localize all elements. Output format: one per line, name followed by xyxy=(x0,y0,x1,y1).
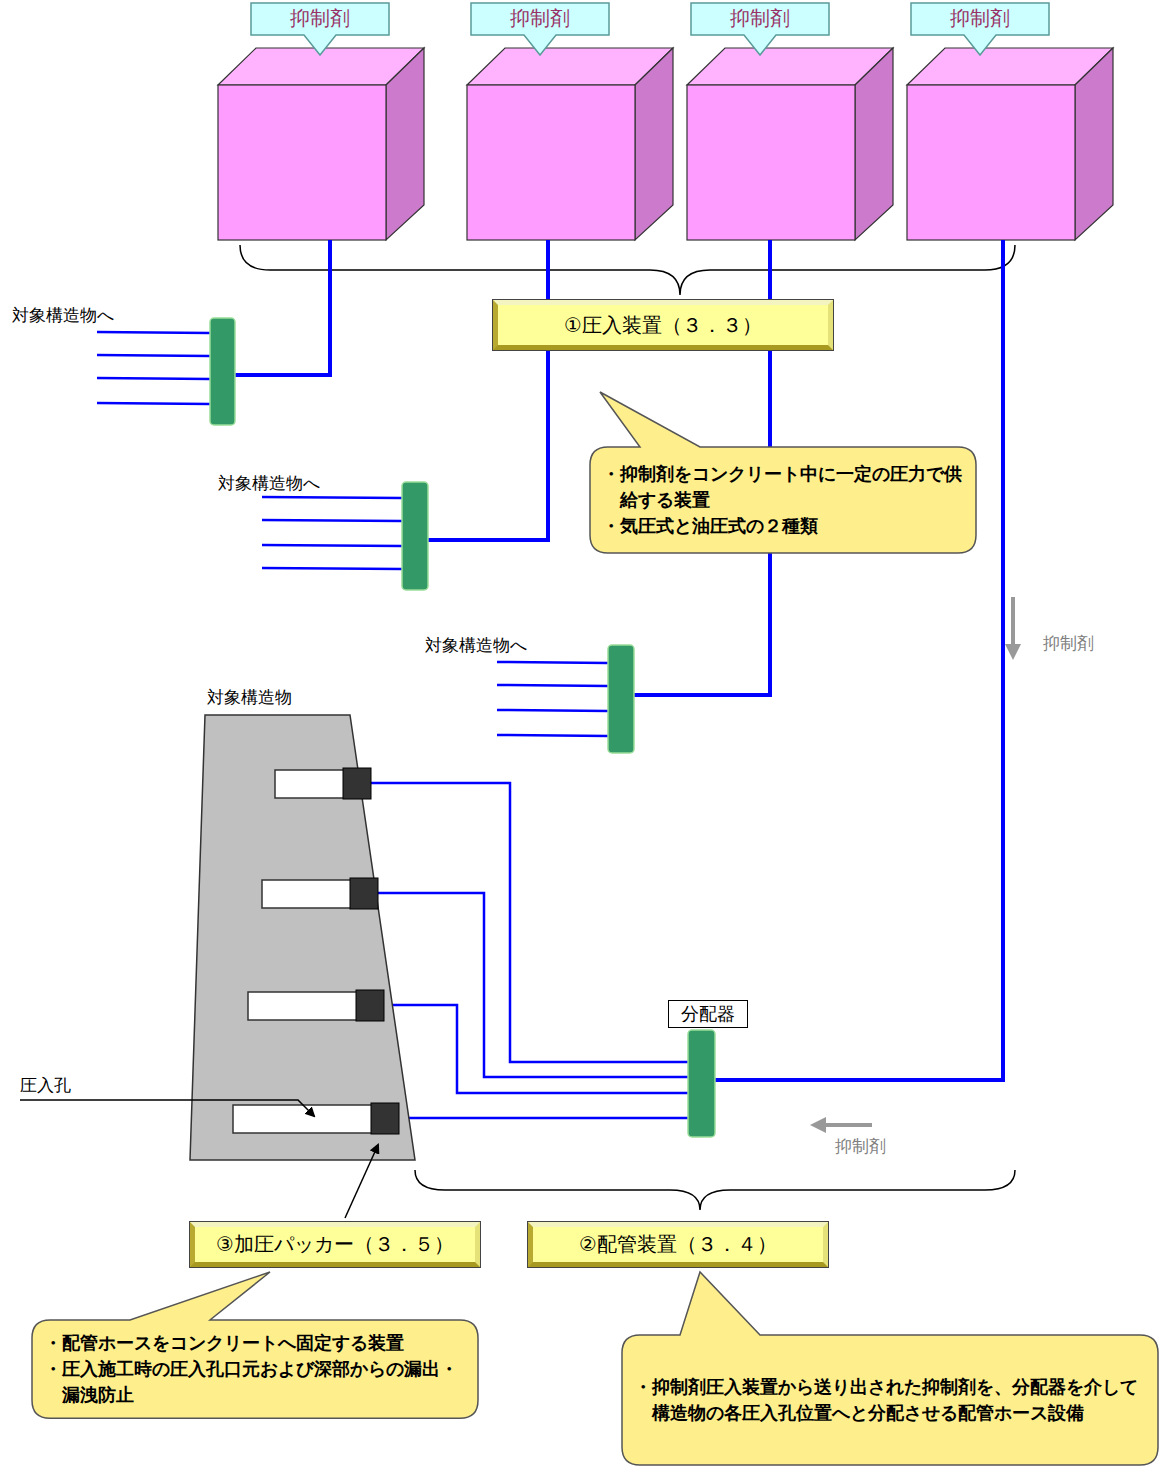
leader-line xyxy=(20,1100,314,1116)
node-text: ・気圧式と油圧式の２種類 xyxy=(602,513,964,539)
structure-label: 対象構造物 xyxy=(207,686,292,709)
leader-line xyxy=(20,1100,378,1218)
packer xyxy=(350,878,378,909)
branch-hose xyxy=(262,497,402,498)
distributor-label: 分配器 xyxy=(668,1000,748,1028)
banner-shape xyxy=(251,3,389,55)
branch-hose xyxy=(97,355,210,356)
callout-text: ・配管ホースをコンクリートへ固定する装置・圧入施工時の圧入孔口元および深部からの… xyxy=(44,1330,466,1408)
branch-hose xyxy=(262,520,402,521)
branch-hose xyxy=(378,893,688,1077)
injection-tank xyxy=(687,85,855,240)
node-text: 抑制剤 xyxy=(730,2,790,34)
node-text: ・圧入施工時の圧入孔口元および深部からの漏出・漏洩防止 xyxy=(44,1356,466,1408)
component-box: ②配管装置（３．４） xyxy=(528,1222,828,1267)
node-text: ・配管ホースをコンクリートへ固定する装置 xyxy=(44,1330,466,1356)
injection-hole xyxy=(262,880,352,908)
agent-banner: 抑制剤 xyxy=(690,2,830,57)
injection-tank xyxy=(467,85,635,240)
component-box: ①圧入装置（３．３） xyxy=(493,300,833,350)
leader-line xyxy=(345,1145,378,1218)
injection-tank xyxy=(218,85,386,240)
distributor xyxy=(688,1030,715,1137)
component-box: ③加圧パッカー（３．５） xyxy=(190,1222,480,1267)
node-text: ②配管装置（３．４） xyxy=(541,1231,815,1258)
flow-label: 抑制剤 xyxy=(835,1135,886,1158)
injection-tank xyxy=(907,85,1075,240)
injection-hole xyxy=(233,770,373,1133)
flow-arrow xyxy=(818,1123,872,1127)
node-text: 抑制剤 xyxy=(290,2,350,34)
injection-tank xyxy=(1075,48,1113,240)
hole-label: 圧入孔 xyxy=(20,1074,71,1097)
branch-hose xyxy=(497,685,608,686)
callout-bubble xyxy=(590,392,976,553)
target-label: 対象構造物へ xyxy=(425,634,527,657)
bracket xyxy=(240,245,1015,295)
target-label: 対象構造物へ xyxy=(218,472,320,495)
packer xyxy=(343,768,399,1134)
pipe xyxy=(715,240,1003,1080)
target-structure xyxy=(190,715,415,1160)
callout-bubble xyxy=(622,1272,1158,1465)
distributor xyxy=(402,482,428,590)
branch-hose xyxy=(97,332,210,333)
pipe xyxy=(428,350,548,540)
target-label: 対象構造物へ xyxy=(12,304,114,327)
injection-tank xyxy=(218,48,1113,240)
node-text: 抑制剤 xyxy=(510,2,570,34)
node-text: ・抑制剤圧入装置から送り出された抑制剤を、分配器を介して構造物の各圧入孔位置へと… xyxy=(634,1374,1146,1426)
pipe xyxy=(768,240,772,300)
branch-hose xyxy=(262,545,402,546)
branch-hose xyxy=(497,735,608,736)
agent-banner: 抑制剤 xyxy=(470,2,610,57)
branch-hose xyxy=(97,378,210,379)
branch-hose xyxy=(371,783,688,1062)
injection-hole xyxy=(248,992,358,1020)
agent-banner: 抑制剤 xyxy=(910,2,1050,57)
node-text: 分配器 xyxy=(673,1002,743,1026)
callout-bubble xyxy=(32,392,1158,1465)
flow-arrow xyxy=(1011,597,1015,652)
target-structure xyxy=(190,715,415,1160)
packer xyxy=(343,768,371,799)
callout-text: ・抑制剤圧入装置から送り出された抑制剤を、分配器を介して構造物の各圧入孔位置へと… xyxy=(634,1345,1146,1455)
branch-hose xyxy=(399,1117,688,1120)
flow-arrow xyxy=(818,597,1013,1125)
node-text: ・抑制剤をコンクリート中に一定の圧力で供給する装置 xyxy=(602,461,964,513)
injection-hole xyxy=(275,770,345,798)
node-text: ③加圧パッカー（３．５） xyxy=(203,1231,467,1258)
injection-hole xyxy=(233,1105,373,1133)
banner-shape xyxy=(911,3,1049,55)
pipe xyxy=(546,240,550,300)
branch-hose xyxy=(497,710,608,711)
node-text: 抑制剤 xyxy=(950,2,1010,34)
callout-text: ・抑制剤をコンクリート中に一定の圧力で供給する装置・気圧式と油圧式の２種類 xyxy=(602,457,964,543)
node-text: ①圧入装置（３．３） xyxy=(506,312,820,339)
packer xyxy=(371,1103,399,1134)
banner-shape xyxy=(471,3,609,55)
branch-hose xyxy=(262,568,402,569)
distributor xyxy=(210,318,235,425)
flow-label: 抑制剤 xyxy=(1043,632,1094,655)
injection-tank xyxy=(386,48,424,240)
packer xyxy=(356,990,384,1021)
distributor xyxy=(608,645,634,753)
branch-hose xyxy=(384,1005,688,1093)
pipe xyxy=(235,240,330,375)
injection-tank xyxy=(635,48,673,240)
branch-hose xyxy=(497,662,608,663)
banner-shape xyxy=(691,3,829,55)
branch-hose xyxy=(97,403,210,404)
bracket xyxy=(415,1170,1015,1210)
callout-bubble xyxy=(32,1272,478,1418)
agent-banner: 抑制剤 xyxy=(250,2,390,57)
injection-tank xyxy=(855,48,893,240)
